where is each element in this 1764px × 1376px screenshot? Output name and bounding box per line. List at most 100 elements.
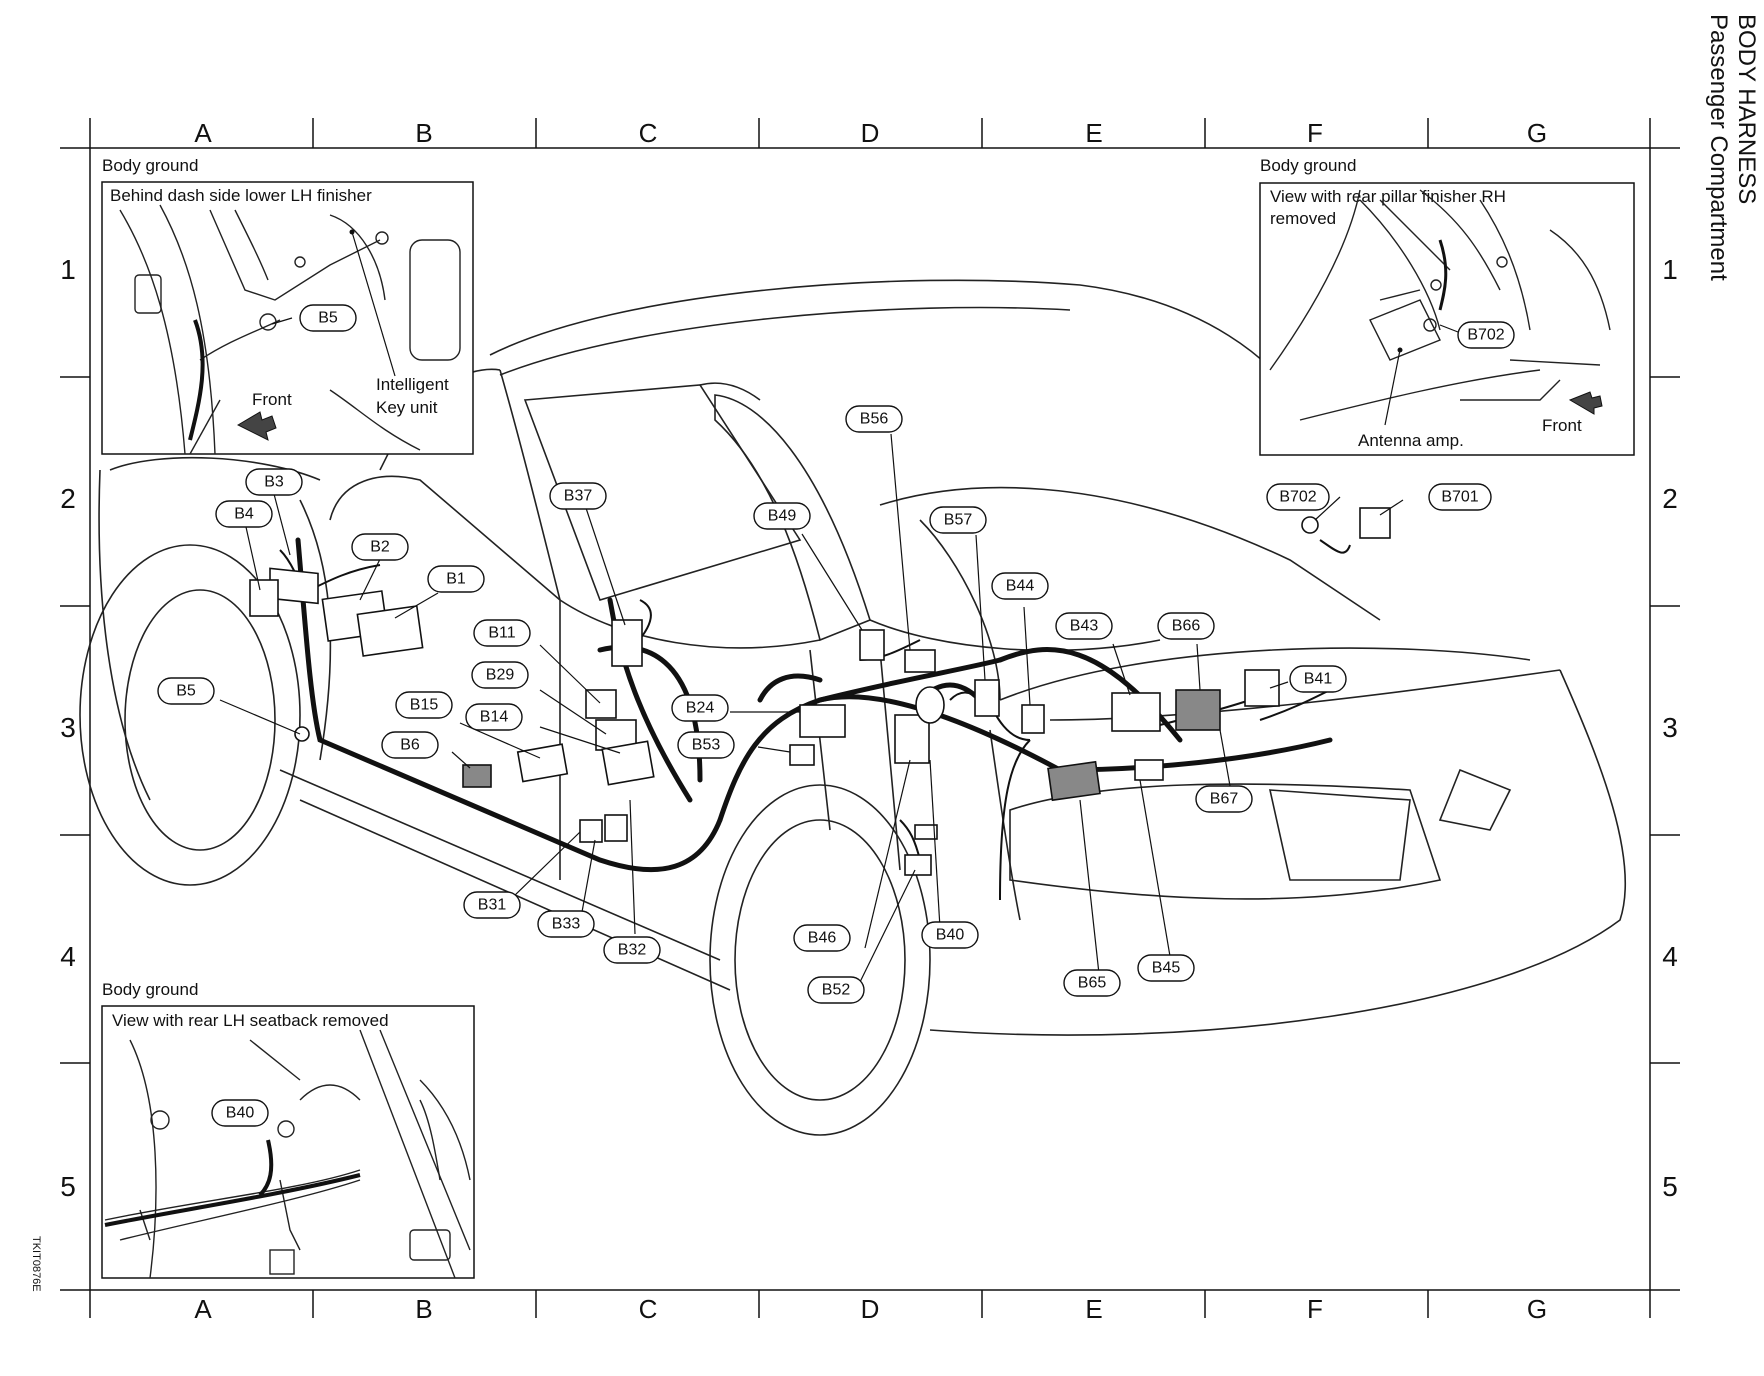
callout-B40-inset: B40 [226,1105,255,1122]
column-label: A [194,118,212,148]
drawing-code: TKIT0876E [30,1236,42,1292]
column-label: F [1307,118,1323,148]
callout-label: B14 [480,709,509,726]
callout-pill [245,468,303,496]
callout-B701: B701 [1428,483,1492,511]
callout-label: B31 [478,897,507,914]
callout-pill [427,565,485,593]
column-label: B [415,1294,432,1324]
callout-label: B29 [486,667,515,684]
inset-top-left: Body ground Behind dash side lower LH fi… [101,156,474,455]
callout-pill [807,976,865,1004]
callout-B31: B31 [463,891,521,919]
callout-pill [157,677,215,705]
row-labels-left: 1 2 3 4 5 [60,254,76,1202]
row-label: 2 [1662,483,1678,514]
column-label: B [415,118,432,148]
callout-pill [351,533,409,561]
callout-pill [1157,612,1215,640]
callout-B49: B49 [753,502,811,530]
callout-B66: B66 [1157,612,1215,640]
callout-B15: B15 [395,691,453,719]
callout-leaders [219,433,1404,984]
column-label: C [639,1294,658,1324]
callout-B56: B56 [845,405,903,433]
callout-B37: B37 [549,482,607,510]
callout-label: B24 [686,700,715,717]
callout-label: B11 [488,625,515,642]
inset-label: Body ground [102,980,198,999]
callout-B33: B33 [537,910,595,938]
callout-pill [471,661,529,689]
callout-B57: B57 [929,506,987,534]
callout-pill [845,405,903,433]
callout-pill [537,910,595,938]
callout-B44: B44 [991,572,1049,600]
callout-label: B702 [1279,489,1316,506]
row-labels-right: 1 2 3 4 5 [1662,254,1678,1202]
callout-B702: B702 [1266,483,1330,511]
callout-pill [671,694,729,722]
row-label: 5 [1662,1171,1678,1202]
callout-B41: B41 [1289,665,1347,693]
front-arrow-icon [1568,391,1603,415]
column-label: E [1085,118,1102,148]
callout-B3: B3 [245,468,303,496]
column-label: D [861,1294,880,1324]
callout-B11: B11 [473,619,531,647]
inset-caption: View with rear LH seatback removed [112,1011,389,1030]
inset-caption: Behind dash side lower LH finisher [110,186,372,205]
column-label: G [1527,1294,1547,1324]
callout-label: B66 [1172,618,1201,635]
callout-label: B45 [1152,960,1181,977]
front-label: Front [1542,416,1582,435]
callout-B32: B32 [603,936,661,964]
callout-label: B6 [400,737,420,754]
callout-B2: B2 [351,533,409,561]
inset-label: Body ground [102,156,198,175]
column-label: D [861,118,880,148]
intelligent-key-label: Key unit [376,398,438,417]
row-label: 2 [60,483,76,514]
callout-B45: B45 [1137,954,1195,982]
callout-label: B49 [768,508,797,525]
callout-label: B1 [446,571,466,588]
column-labels-top: A B C D E F G [194,118,1547,148]
callout-B5: B5 [157,677,215,705]
callout-label: B2 [370,539,390,556]
callout-pill [473,619,531,647]
callout-label: B52 [822,982,851,999]
callout-label: B46 [808,930,837,947]
antenna-amp-label: Antenna amp. [1358,431,1464,450]
connector-callouts: B3B4B2B1B5B11B29B15B14B6B31B33B32B37B24B… [157,405,1492,1004]
inset-caption: removed [1270,209,1336,228]
column-label: G [1527,118,1547,148]
callout-pill [549,482,607,510]
row-label: 1 [1662,254,1678,285]
callout-pill [465,703,523,731]
inset-label: Body ground [1260,156,1356,175]
callout-pill [395,691,453,719]
callout-pill [921,921,979,949]
connector-blocks [249,507,1391,876]
callout-pill [1195,785,1253,813]
callout-B24: B24 [671,694,729,722]
front-label: Front [252,390,292,409]
callout-B702-inset: B702 [1467,327,1504,344]
callout-pill [1289,665,1347,693]
callout-B29: B29 [471,661,529,689]
callout-B46: B46 [793,924,851,952]
column-label: A [194,1294,212,1324]
callout-label: B44 [1006,578,1035,595]
callout-B6: B6 [381,731,439,759]
row-label: 5 [60,1171,76,1202]
page-title: BODY HARNESS Passenger Compartment [1704,14,1760,281]
callout-pill [753,502,811,530]
inset-top-right: Body ground View with rear pillar finish… [1259,156,1635,456]
page-title-line-1: BODY HARNESS [1733,14,1760,205]
callout-label: B41 [1304,671,1333,688]
callout-label: B3 [264,474,284,491]
callout-pill [677,731,735,759]
callout-pill [215,500,273,528]
